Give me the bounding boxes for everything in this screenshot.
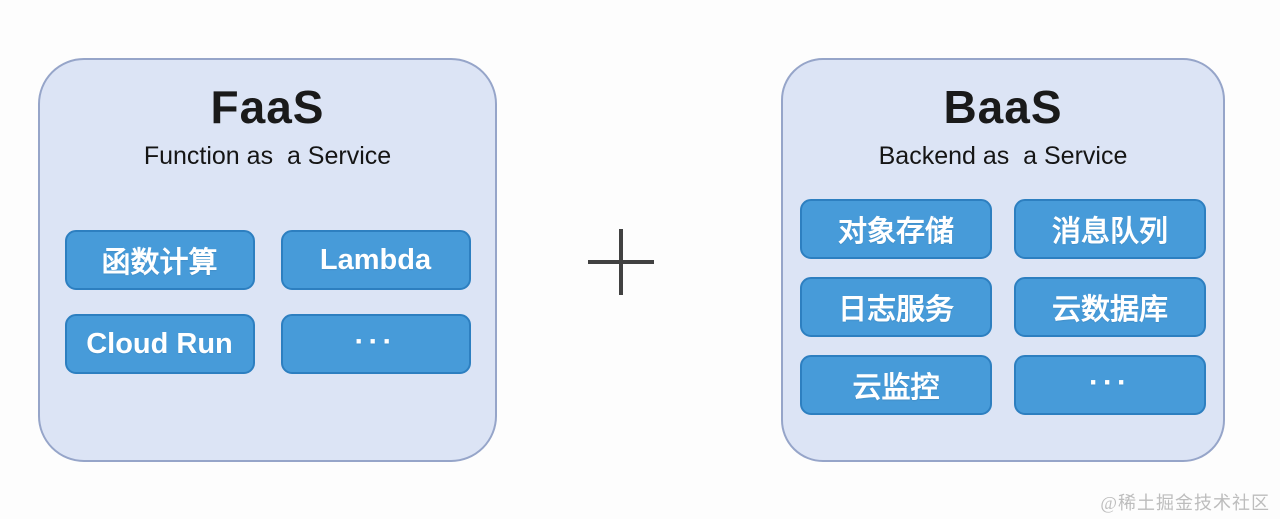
- baas-title: BaaS: [943, 81, 1063, 133]
- baas-service-chip: 云监控: [800, 355, 992, 416]
- faas-service-grid: 函数计算 Lambda Cloud Run ···: [64, 230, 471, 375]
- faas-more-services-chip: ···: [280, 314, 471, 375]
- baas-subtitle: Backend as a Service: [878, 141, 1128, 170]
- faas-panel: FaaS Function as a Service 函数计算 Lambda C…: [38, 58, 497, 462]
- baas-service-chip: 对象存储: [800, 199, 992, 260]
- faas-service-chip: Cloud Run: [64, 314, 255, 375]
- faas-subtitle: Function as a Service: [143, 141, 392, 170]
- baas-service-chip: 日志服务: [800, 277, 992, 338]
- baas-service-chip: 消息队列: [1014, 199, 1206, 260]
- faas-title: FaaS: [210, 81, 325, 133]
- faas-service-chip: 函数计算: [64, 230, 255, 291]
- baas-more-services-chip: ···: [1014, 355, 1206, 416]
- watermark: @稀土掘金技术社区: [1100, 493, 1270, 513]
- baas-service-chip: 云数据库: [1014, 277, 1206, 338]
- faas-service-chip: Lambda: [280, 230, 471, 291]
- plus-icon: [588, 229, 654, 295]
- baas-service-grid: 对象存储 消息队列 日志服务 云数据库 云监控 ···: [800, 199, 1206, 416]
- baas-panel: BaaS Backend as a Service 对象存储 消息队列 日志服务…: [781, 58, 1225, 462]
